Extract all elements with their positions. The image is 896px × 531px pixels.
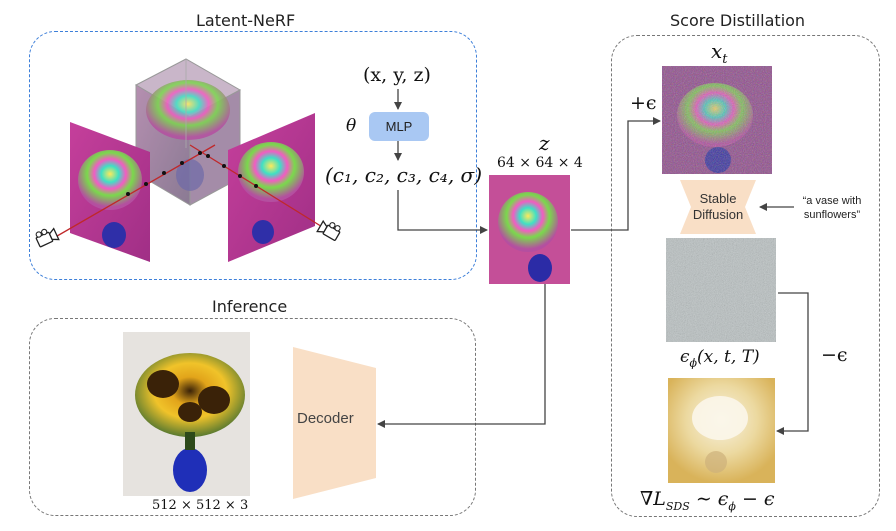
theta-symbol: θ (346, 116, 357, 136)
xt-subscript: t (722, 52, 728, 67)
grad-approx-eps: ∼ ϵ (689, 488, 729, 510)
score-distillation-box (611, 35, 880, 517)
decoder-block (293, 347, 376, 499)
score-distillation-title: Score Distillation (670, 11, 806, 30)
phi-subscript: ϕ (689, 356, 698, 370)
mlp-block: MLP (369, 112, 429, 141)
stable-diffusion-block (680, 180, 756, 234)
sds-gradient-label: ∇LSDS ∼ ϵϕ − ϵ (640, 488, 775, 513)
latent-nerf-title: Latent-NeRF (196, 11, 296, 30)
camera-icon-right (316, 219, 341, 241)
grad-minus-eps: − ϵ (735, 488, 775, 510)
stable-diffusion-line2: Diffusion (692, 207, 744, 222)
decoder-label: Decoder (297, 410, 354, 427)
sds-subscript: SDS (665, 499, 690, 513)
noise-prediction-image (666, 238, 776, 342)
grad-phi-subscript: ϕ (728, 499, 736, 513)
noise-prediction-label: ϵϕ(x, t, T) (680, 347, 760, 369)
stable-diffusion-label: Stable Diffusion (684, 191, 752, 223)
xt-label: xt (711, 39, 728, 67)
text-prompt-line2: sunflowers” (803, 209, 861, 221)
nerf-left-view (70, 122, 150, 262)
epsilon-symbol: ϵ (680, 347, 690, 367)
nerf-output-values: (c₁, c₂, c₃, c₄, σ) (325, 163, 482, 187)
noise-prediction-args: (x, t, T) (697, 347, 760, 367)
noisy-latent-xt-image (662, 66, 772, 174)
latent-size-label: 64 × 64 × 4 (497, 155, 583, 171)
stable-diffusion-line1: Stable (699, 191, 737, 206)
ray-samples (126, 151, 258, 196)
plus-epsilon-label: +ϵ (630, 92, 657, 114)
sds-gradient-image (668, 378, 775, 483)
inference-box (29, 318, 476, 516)
text-prompt-line1: “a vase with (802, 195, 862, 207)
minus-epsilon-label: −ϵ (821, 344, 848, 366)
nerf-right-view (228, 113, 315, 262)
xt-symbol: x (711, 39, 723, 63)
nerf-input-coords: (x, y, z) (363, 64, 431, 86)
text-prompt: “a vase with sunflowers” (788, 194, 876, 222)
nerf-cube (134, 58, 242, 206)
output-size-label: 512 × 512 × 3 (152, 498, 249, 513)
latent-nerf-box (29, 31, 477, 280)
latent-z-image (489, 175, 570, 284)
grad-l: ∇L (640, 488, 666, 510)
ray-right (189, 144, 333, 234)
latent-z-label: z (539, 131, 550, 155)
decoded-sunflower-image (123, 332, 250, 496)
camera-icon-left (35, 227, 60, 248)
inference-title: Inference (212, 297, 288, 316)
